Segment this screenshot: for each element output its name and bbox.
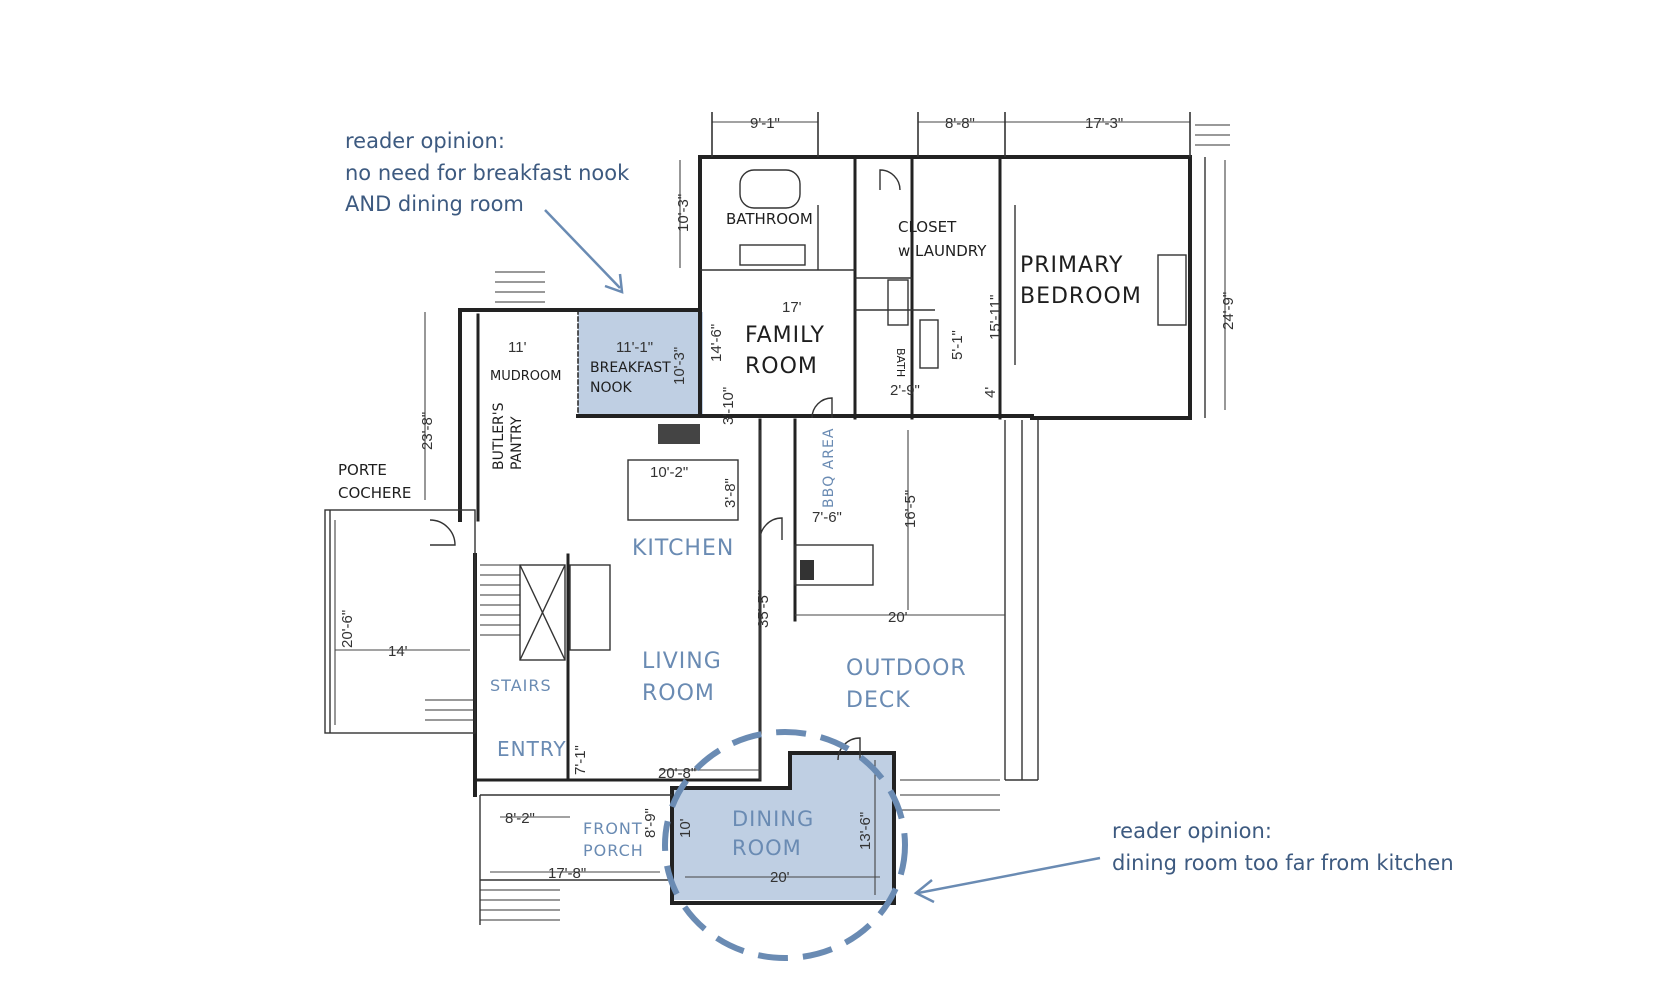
interior-details [324, 124, 1230, 921]
annotation-bottom: reader opinion: dining room too far from… [913, 819, 1454, 904]
dimension-labels: 9'-1" 8'-8" 17'-3" 10'-3" 17' 11'-1" 11'… [339, 115, 1237, 886]
range [658, 424, 700, 444]
dim-porch-d: 8'-9" [642, 808, 659, 838]
label-pantry-1: BUTLER'S [491, 402, 507, 470]
breakfast-nook-highlight [578, 312, 703, 416]
dim-bbq-d: 16'-5" [902, 490, 919, 528]
dim-bath-small-w: 2'-9" [890, 382, 920, 399]
label-primary-1: PRIMARY [1020, 253, 1123, 278]
dimension-lines [334, 112, 1226, 895]
top-note-line-3: AND dining room [345, 192, 524, 216]
label-porch-2: PORCH [583, 841, 644, 860]
dim-bath-depth: 10'-3" [675, 194, 692, 232]
bottom-note-line-2: dining room too far from kitchen [1112, 851, 1454, 875]
dim-kitchen-depth: 35'-5" [755, 590, 772, 628]
label-kitchen: KITCHEN [632, 536, 734, 561]
dim-island-w: 10'-2" [650, 464, 688, 481]
label-porch-1: FRONT [583, 819, 643, 838]
dim-nook-width: 11'-1" [616, 339, 653, 356]
label-nook-2: NOOK [590, 380, 633, 396]
dim-porch-w2: 17'-8" [548, 865, 586, 882]
dim-bath-width: 9'-1" [750, 115, 780, 132]
dining-circle [662, 729, 908, 961]
dim-dining-d: 10' [677, 818, 694, 838]
dim-closet-depth: 15'-11" [987, 295, 1004, 340]
dim-gap: 3'-10" [720, 387, 737, 425]
label-family-1: FAMILY [745, 323, 825, 348]
label-closet-1: CLOSET [898, 218, 957, 236]
dim-dining-d2: 13'-6" [857, 812, 874, 850]
dim-cochere-w: 14' [388, 643, 408, 660]
label-closet-2: w LAUNDRY [898, 242, 987, 260]
dim-bbq-w: 7'-6" [812, 509, 842, 526]
bottom-note-line-1: reader opinion: [1112, 819, 1272, 843]
label-deck-1: OUTDOOR [846, 656, 967, 681]
label-bathroom: BATHROOM [726, 210, 813, 228]
dim-cochere-d: 20'-6" [339, 610, 356, 648]
label-primary-2: BEDROOM [1020, 284, 1142, 309]
top-note-line-2: no need for breakfast nook [345, 161, 630, 185]
label-cochere-1: PORTE [338, 461, 387, 479]
top-note-line-1: reader opinion: [345, 129, 505, 153]
dim-deck-w: 20' [888, 609, 908, 626]
label-entry: ENTRY [497, 737, 567, 761]
label-family-2: ROOM [745, 354, 818, 379]
dim-dining-w: 20' [770, 869, 790, 886]
dim-hall: 4' [982, 387, 999, 398]
label-cochere-2: COCHERE [338, 484, 411, 502]
dim-living-w: 20'-8" [658, 765, 696, 782]
dim-bedroom-depth: 24'-9" [1220, 292, 1237, 330]
label-dining-1: DINING [732, 807, 814, 831]
label-dining-2: ROOM [732, 836, 802, 860]
label-nook-1: BREAKFAST [590, 360, 671, 376]
dim-family-width: 17' [782, 299, 802, 316]
label-living-1: LIVING [642, 649, 722, 674]
dim-mud-width: 11' [508, 339, 527, 356]
dim-island-d: 3'-8" [722, 478, 739, 508]
label-pantry-2: PANTRY [509, 416, 525, 470]
label-deck-2: DECK [846, 688, 911, 713]
annotation-top: reader opinion: no need for breakfast no… [345, 129, 630, 294]
dim-entry-d: 7'-1" [572, 745, 589, 775]
label-mudroom: MUDROOM [490, 369, 561, 384]
dim-bedroom-width: 17'-3" [1085, 115, 1123, 132]
room-labels: BATHROOM CLOSET w LAUNDRY PRIMARY BEDROO… [338, 210, 1142, 860]
label-stairs: STAIRS [490, 676, 552, 695]
dim-pantry-depth: 23'-8" [419, 412, 436, 450]
dim-bath-small: 5'-1" [949, 330, 966, 360]
dining-room-highlight [672, 788, 894, 900]
dim-closet-width: 8'-8" [945, 115, 975, 132]
dim-porch-w1: 8'-2" [505, 810, 535, 827]
label-bbq: BBQ AREA [821, 428, 837, 508]
label-living-2: ROOM [642, 681, 715, 706]
dim-family-depth: 14'-6" [708, 324, 725, 362]
dim-nook-depth: 10'-3" [671, 347, 688, 385]
label-bath-small: BATH [894, 348, 907, 377]
